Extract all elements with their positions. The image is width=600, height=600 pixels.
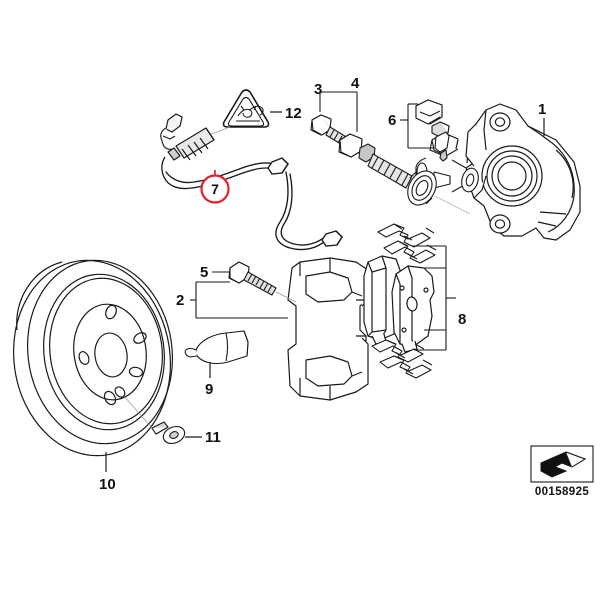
part-brake-disc-rotor <box>12 259 174 457</box>
leader-bracket-2 <box>190 281 288 319</box>
callout-label-2: 2 <box>176 292 184 309</box>
legend-box: 00158925 <box>530 445 594 498</box>
callout-label-7: 7 <box>211 181 219 197</box>
leader-line-5-to-bracket <box>275 291 297 303</box>
sensor-cable-route <box>163 157 343 251</box>
callout-label-12: 12 <box>285 105 302 122</box>
part-caliper-carrier-bracket <box>287 257 369 401</box>
part-bleeder-screw-and-cap <box>415 99 450 162</box>
callout-label-11: 11 <box>205 429 221 446</box>
callout-label-9: 9 <box>205 381 213 398</box>
callout-label-8: 8 <box>458 311 466 328</box>
callout-label-1: 1 <box>538 101 546 118</box>
part-brake-pad-wear-sensor <box>160 113 215 178</box>
callout-label-10: 10 <box>99 476 116 493</box>
warning-triangle-glyph <box>236 105 264 122</box>
part-carrier-mounting-bolt <box>228 261 277 296</box>
construction-line-guide-pin <box>434 195 471 215</box>
diagram-id-code: 00158925 <box>535 486 590 498</box>
legend-icon-frame <box>530 445 594 483</box>
part-guide-pin-bolt <box>338 133 437 206</box>
leader-bracket-6 <box>400 103 434 149</box>
part-pad-retaining-clip-upper <box>377 223 437 264</box>
part-warning-triangle-symbol <box>222 89 270 128</box>
part-brake-caliper-housing <box>465 103 581 241</box>
leader-line-4 <box>319 91 358 132</box>
part-brake-pad-front <box>391 265 435 353</box>
callout-label-6: 6 <box>388 112 396 129</box>
part-brake-pad-rear <box>363 255 401 345</box>
arrow-direction-icon <box>540 451 587 478</box>
leader-line-11-to-disc <box>123 395 153 429</box>
leader-bracket-8 <box>412 245 456 351</box>
callout-label-5: 5 <box>200 264 208 281</box>
part-countersunk-retaining-screw <box>151 421 186 445</box>
part-pad-retaining-clip-lower <box>371 339 433 379</box>
part-lubricating-grease-tube <box>184 330 249 365</box>
callout-circle-7 <box>200 174 230 204</box>
callout-label-3: 3 <box>314 81 322 98</box>
callout-label-4: 4 <box>351 75 360 92</box>
